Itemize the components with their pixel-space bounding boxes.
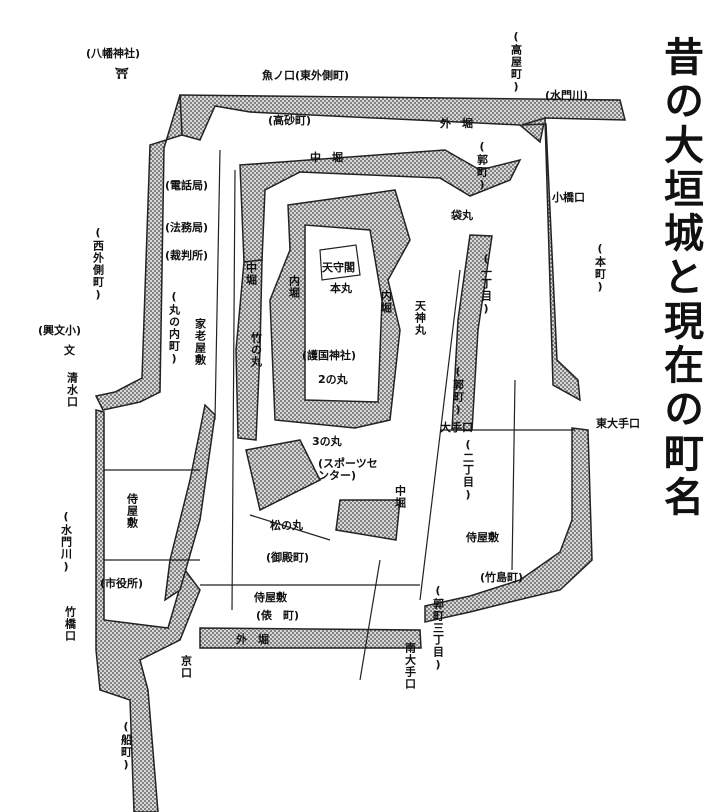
icchome-label: (一丁目): [479, 252, 493, 316]
mizumonkawa-left-label: (水門川): [59, 510, 73, 574]
karo-yashiki-label: 家老屋敷: [193, 318, 207, 366]
tenjin-maru-label: 天神丸: [413, 300, 427, 336]
shrine-icon: ⛩: [115, 67, 129, 80]
middle-moat-center: [335, 499, 401, 541]
outer-moat-sw: [95, 409, 201, 812]
higashi-ote-gate-label: 東大手口: [596, 417, 640, 430]
outer-moat-top-label: 外 堀: [440, 117, 473, 130]
samurai-bottom-label: 侍屋敷: [254, 591, 287, 604]
middle-moat-lower: [245, 439, 322, 512]
telephone-office-label: (電話局): [165, 179, 209, 192]
kobashi-gate-label: 小橋口: [552, 191, 585, 204]
outer-moat-left: [94, 94, 183, 411]
map-title: 昔の大垣城と現在の町名: [657, 36, 704, 520]
tomomachi-label: (俵 町): [256, 609, 300, 622]
higashisotogawa-label: 魚ノ口(東外側町): [262, 69, 350, 82]
middle-moat-top-label: 中 堀: [310, 151, 343, 164]
take-no-maru-label: 竹の丸: [249, 332, 263, 368]
middle-moat-left-label: 中堀: [244, 262, 258, 286]
school-icon: 文: [64, 344, 75, 357]
koubun-school-label: (興文小): [38, 324, 82, 337]
inner-moat-left-label: 内堀: [287, 275, 301, 299]
goten-label: (御殿町): [266, 551, 310, 564]
kuruwa-top-label: (郭町): [475, 140, 489, 192]
fukuromaru-label: 袋丸: [451, 209, 473, 222]
mizumonkawa-top-label: (水門川): [545, 89, 589, 102]
outer-moat-bottom: [199, 627, 422, 649]
takehashi-gate-label: 竹橋口: [63, 606, 77, 642]
kyoguchi-gate-label: 京口: [179, 655, 193, 679]
hachiman-shrine-label: (八幡神社): [86, 47, 141, 60]
minami-ote-gate-label: 南大手口: [403, 642, 417, 690]
middle-moat-mid-label: 中堀: [393, 485, 407, 509]
matsunomaru-label: 松の丸: [270, 519, 303, 532]
honmaru-label: 本丸: [330, 282, 352, 295]
legal-affairs-label: (法務局): [165, 221, 209, 234]
kuruwa-machi-label: (郭町): [451, 365, 465, 417]
city-hall-label: (市役所): [100, 577, 144, 590]
honmachi-label: (本町): [593, 242, 607, 294]
sannomaru-label: 3の丸: [312, 435, 342, 448]
inner-moat: [269, 189, 411, 429]
nishisotogawa-label: (西外側町): [91, 226, 105, 302]
outer-moat-top: [179, 94, 626, 144]
outer-moat-bottom-label: 外 堀: [236, 633, 269, 646]
outer-moat-right: [521, 116, 581, 402]
takaya-label: (高屋町): [509, 30, 523, 94]
kuruwa-sanchome-label: (郭町三丁目): [431, 584, 445, 672]
samurai-right-label: 侍屋敷: [466, 531, 499, 544]
takasago-label: (高砂町): [268, 114, 312, 127]
funamachi-label: (船町): [119, 720, 133, 772]
samurai-left-label: 侍屋敷: [125, 493, 139, 529]
middle-moat-sw: [164, 403, 216, 602]
inner-moat-right-label: 内堀: [379, 290, 393, 314]
tenshu-label: 天守閣: [322, 261, 355, 274]
nichome-label: (二丁目): [461, 438, 475, 502]
middle-moat-left: [235, 259, 263, 441]
ote-gate-label: 大手口: [440, 421, 473, 434]
ninomaru-label: 2の丸: [318, 373, 348, 386]
maru-no-uchi-label: (丸の内町): [167, 290, 181, 366]
outer-moat-east-arc: [424, 427, 593, 623]
shimizu-gate-label: 清水口: [65, 372, 79, 408]
courthouse-label: (裁判所): [165, 249, 209, 262]
takeshima-label: (竹島町): [480, 571, 524, 584]
sports-center-label: (スポーツセンター): [318, 457, 378, 482]
gokoku-shrine-label: (護国神社): [302, 349, 357, 362]
